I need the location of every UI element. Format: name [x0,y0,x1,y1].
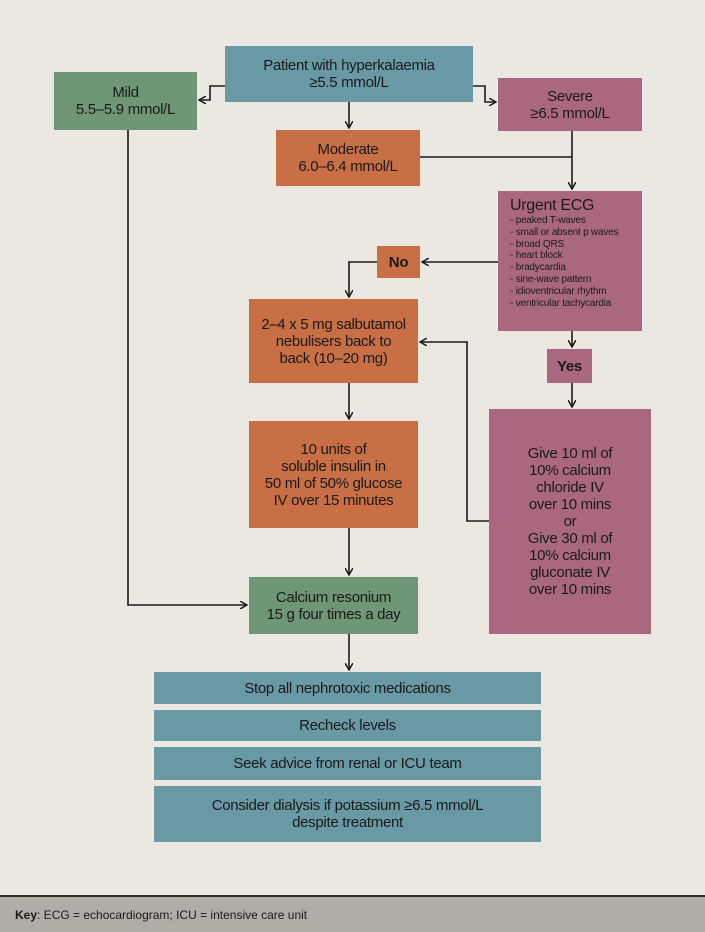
ecg-title: Urgent ECG [510,197,595,214]
step-recheck-levels: Recheck levels [154,710,541,741]
start-line1: Patient with hyperkalaemia [263,57,435,74]
step-consider-dialysis: Consider dialysis if potassium ≥6.5 mmol… [154,786,541,842]
ecg-item: - ventricular tachycardia [510,297,612,309]
severe-range: ≥6.5 mmol/L [530,104,610,122]
insulin-line: soluble insulin in [281,457,386,475]
calcium-line: or [563,513,577,530]
calcium-line: chloride IV [536,479,604,496]
insulin-line: 10 units of [300,440,367,458]
moderate-range: 6.0–6.4 mmol/L [298,158,398,175]
resonium-line: Calcium resonium [275,588,392,606]
ecg-item: - sine-wave pattern [510,273,592,285]
calcium-line: over 10 mins [528,581,612,598]
no-box: No [377,246,420,278]
insulin-line: 50 ml of 50% glucose [264,474,403,492]
ecg-item: - idioventricular rhythm [510,285,607,297]
arrow-to-severe [473,85,496,102]
salbutamol-line: back (10–20 mg) [279,349,388,367]
step-label: Stop all nephrotoxic medications [244,679,451,697]
arrow-mild-to-resonium [127,130,247,605]
dialysis-line: despite treatment [292,814,403,831]
calcium-line: 10% calcium [529,547,611,564]
key-bar: Key: ECG = echocardiogram; ICU = intensi… [0,895,705,932]
step-label: Seek advice from renal or ICU team [233,755,462,772]
dialysis-line: Consider dialysis if potassium ≥6.5 mmol… [211,797,484,814]
calcium-line: gluconate IV [530,564,610,581]
urgent-ecg-box: Urgent ECG - peaked T-waves - small or a… [498,191,642,331]
ecg-item: - peaked T-waves [510,215,586,226]
calcium-line: Give 30 ml of [527,530,613,547]
arrow-to-mild [199,85,225,100]
calcium-box: Give 10 ml of 10% calcium chloride IV ov… [489,409,651,634]
calcium-line: Give 10 ml of [527,445,613,462]
ecg-item: - heart block [510,250,563,262]
insulin-line: IV over 15 minutes [273,491,394,509]
arrow-calcium-to-salbutamol [420,342,489,522]
ecg-item: - broad QRS [510,238,564,250]
step-seek-advice: Seek advice from renal or ICU team [154,747,541,780]
key-text: : ECG = echocardiogram; ICU = intensive … [37,908,308,922]
calcium-line: 10% calcium [529,462,611,479]
severe-title: Severe [547,87,593,105]
mild-title: Mild [112,84,139,101]
arrow-no-to-salbutamol [349,261,377,297]
calcium-line: over 10 mins [528,496,612,513]
start-line2: ≥5.5 mmol/L [309,74,389,91]
resonium-line: 15 g four times a day [266,605,401,623]
yes-box: Yes [547,349,592,383]
severe-box: Severe≥6.5 mmol/L [498,78,642,131]
ecg-item: - small or absent p waves [510,226,619,238]
start-box: Patient with hyperkalaemia≥5.5 mmol/L [225,46,473,102]
salbutamol-line: nebulisers back to [275,332,392,350]
step-label: Recheck levels [299,717,396,734]
mild-range: 5.5–5.9 mmol/L [75,101,176,118]
no-label: No [388,253,409,271]
key-label: Key [15,908,38,922]
step-stop-nephrotoxic: Stop all nephrotoxic medications [154,672,541,704]
salbutamol-line: 2–4 x 5 mg salbutamol [261,315,406,333]
yes-label: Yes [557,357,582,375]
moderate-title: Moderate [317,141,379,158]
ecg-item: - bradycardia [510,262,566,274]
